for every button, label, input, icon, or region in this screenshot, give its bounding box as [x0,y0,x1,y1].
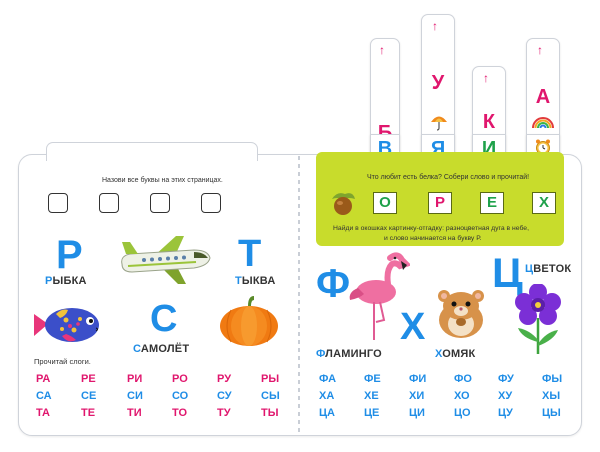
syllable: РУ [217,373,232,385]
letter-box-h[interactable]: Х [532,192,556,214]
answer-box-3[interactable] [150,193,170,213]
syllable: ТЕ [81,407,96,419]
up-arrow-icon[interactable]: ↑ [379,43,385,57]
pumpkin-image [220,296,278,346]
big-letter-h: Х [400,306,426,348]
alarm-clock-icon [536,139,550,155]
syllables-heading: Прочитай слоги. [34,357,91,366]
syllable: СО [172,390,189,402]
word-tsvetok: ЦВЕТОК [525,263,572,275]
syllable: СУ [217,390,232,402]
airplane-image [121,236,211,284]
word-rybka: РЫБКА [45,275,87,287]
syllable: ХУ [498,390,513,402]
syllable: ФЕ [364,373,381,385]
syllable: РО [172,373,188,385]
word-samolet: САМОЛЁТ [133,343,190,355]
strip-letter: У [431,72,445,94]
up-arrow-icon[interactable]: ↑ [537,43,543,57]
tab-mask [47,152,255,156]
syllable: СЫ [261,390,280,402]
syllable: ЦУ [498,407,513,419]
big-letter-t: Т [238,233,262,275]
hazelnut-icon [332,193,355,215]
riddle-line-1: Найди в окошках картинку-отгадку: разноц… [333,225,529,232]
syllable: ХА [319,390,335,402]
syllable: ФУ [498,373,514,385]
syllable: ТА [36,407,50,419]
syllable: ЦЫ [542,407,561,419]
syllable: РИ [127,373,143,385]
answer-box-2[interactable] [99,193,119,213]
big-letter-r: Р [56,233,83,277]
up-arrow-icon[interactable]: ↑ [483,71,489,85]
syllable: СЕ [81,390,97,402]
puzzle-question: Что любит есть белка? Собери слово и про… [367,174,530,181]
syllable: ФА [319,373,337,385]
syllable: РЕ [81,373,96,385]
syllable: ТУ [217,407,231,419]
syllable: ФИ [409,373,427,385]
syllable: ТЫ [261,407,279,419]
flower-image [515,284,561,354]
syllable: ЦО [454,407,471,419]
syllable: ЦЕ [364,407,380,419]
flamingo-image [349,252,410,340]
syllable: СА [36,390,52,402]
letter-box-e[interactable]: Е [480,192,504,214]
rainbow-icon [532,117,554,129]
up-arrow-icon[interactable]: ↑ [432,19,438,33]
riddle-line-2: и слово начинается на букву Р. [384,235,482,242]
big-letter-ts: Ц [492,249,523,296]
word-tykva: ТЫКВА [235,275,276,287]
big-letter-f: Ф [316,262,351,306]
letter-box-o[interactable]: О [373,192,397,214]
syllable: ТИ [127,407,142,419]
strip-letter: К [482,111,496,133]
letter-box-r[interactable]: Р [428,192,452,214]
fish-image [34,308,99,342]
syllable: ФЫ [542,373,563,385]
hamster-image [438,290,484,338]
syllable: ФО [454,373,472,385]
syllable: ТО [172,407,188,419]
syllable: ХО [454,390,470,402]
syllable: ХИ [409,390,425,402]
syllable: СИ [127,390,143,402]
umbrella-icon [431,116,447,131]
syllable: ЦИ [409,407,425,419]
syllable: ХЫ [542,390,561,402]
word-homyak: ХОМЯК [435,348,476,360]
left-instruction: Назови все буквы на этих страницах. [102,177,223,184]
answer-box-4[interactable] [201,193,221,213]
answer-box-1[interactable] [48,193,68,213]
big-letter-s: С [150,298,178,340]
book-spine [298,156,300,432]
syllable: РЫ [261,373,280,385]
page-tab [46,142,258,161]
syllable: ЦА [319,407,335,419]
strip-letter: А [535,86,551,108]
word-flamingo: ФЛАМИНГО [316,348,382,360]
syllable: ХЕ [364,390,379,402]
syllable: РА [36,373,51,385]
